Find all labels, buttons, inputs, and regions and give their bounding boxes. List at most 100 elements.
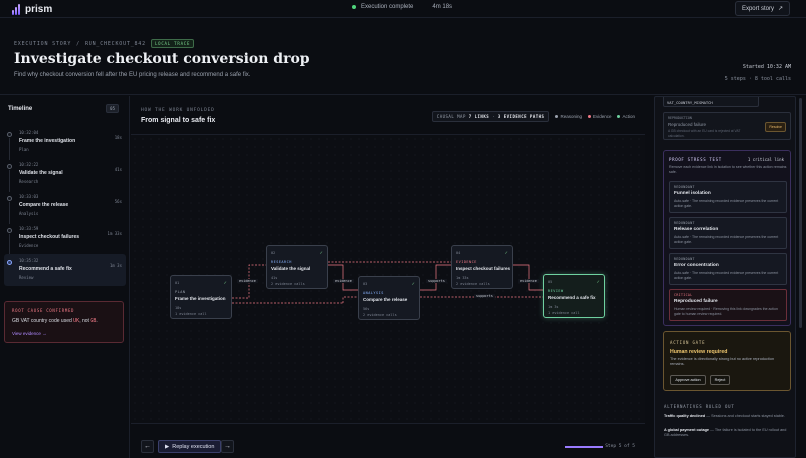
- timeline-type: Research: [19, 179, 39, 184]
- previous-step-button[interactable]: ←: [141, 440, 154, 453]
- timeline-marker-icon: [7, 196, 12, 201]
- causal-sep: ·: [492, 114, 495, 119]
- view-evidence-link[interactable]: View evidence →: [12, 331, 47, 336]
- node-duration: 41s: [271, 276, 278, 280]
- legend-evidence-label: Evidence: [592, 114, 612, 119]
- stress-card-funnel[interactable]: REDUNDANT Funnel isolation Auto-safe · T…: [669, 181, 787, 213]
- node-id: 05: [548, 280, 553, 284]
- timeline-item-1[interactable]: 10:32:04 Frame the investigation Plan 18…: [4, 126, 126, 160]
- story-node-1[interactable]: 01✓ PLAN Frame the investigation 18s 1 e…: [170, 275, 232, 319]
- action-gate-title: Human review required: [670, 349, 728, 355]
- timeline-item-3[interactable]: 10:33:03 Compare the release Analysis 56…: [4, 190, 126, 224]
- alternative-desc: — Sessions and checkout starts stayed st…: [706, 414, 785, 418]
- reproduction-value: Reproduced failure: [668, 122, 707, 127]
- edge-label-1: evidence: [237, 279, 258, 283]
- node-type: PLAN: [175, 290, 186, 294]
- stress-card-desc: Auto-safe · The remaining recorded evide…: [674, 199, 779, 208]
- node-duration: 1m 33s: [456, 276, 469, 280]
- timeline-duration: 18s: [114, 135, 122, 140]
- timeline-duration: 41s: [114, 167, 122, 172]
- evidence-paths: 3 EVIDENCE PATHS: [497, 114, 545, 119]
- page-subtitle: Find why checkout conversion fell after …: [14, 72, 251, 78]
- check-icon: ✓: [319, 250, 323, 255]
- stress-card-key: CRITICAL: [674, 293, 693, 297]
- timeline-duration: 56s: [114, 199, 122, 204]
- progress-fill: [565, 446, 603, 448]
- alternative-item: A global payment outage — The failure is…: [664, 428, 788, 438]
- stress-card-desc: Human review required · Removing this li…: [674, 307, 778, 316]
- stress-card-release[interactable]: REDUNDANT Release correlation Auto-safe …: [669, 217, 787, 249]
- replay-execution-button[interactable]: ▶Replay execution: [158, 440, 222, 453]
- replay-label: Replay execution: [172, 443, 215, 450]
- edge-2-3: [328, 264, 358, 291]
- started-time: 10:32 AM: [766, 64, 791, 70]
- story-node-4[interactable]: 04✓ EVIDENCE Inspect checkout failures 1…: [451, 245, 513, 289]
- stress-card-desc: Auto-safe · The remaining recorded evide…: [674, 235, 779, 244]
- timeline-label: Inspect checkout failures: [19, 234, 80, 240]
- scrollbar-thumb[interactable]: [799, 98, 802, 328]
- external-link-icon: ↗: [777, 6, 783, 12]
- alternatives-title: ALTERNATIVES RULED OUT: [664, 404, 735, 409]
- reproduction-desc: A GB checkout with an EU card is rejecte…: [668, 129, 741, 138]
- timeline-connector: [9, 170, 10, 192]
- stress-card-reproduced[interactable]: CRITICAL Reproduced failure Human review…: [669, 289, 787, 321]
- timeline-item-4[interactable]: 10:33:59 Inspect checkout failures Evide…: [4, 222, 126, 256]
- logo[interactable]: prism: [12, 4, 52, 15]
- stress-card-key: REDUNDANT: [674, 185, 695, 189]
- critical-link-count: 1 critical link: [747, 157, 784, 162]
- node-label: Compare the release: [363, 297, 408, 302]
- story-node-3[interactable]: 03✓ ANALYSIS Compare the release 56s 2 e…: [358, 276, 420, 320]
- timeline-list: 10:32:04 Frame the investigation Plan 18…: [4, 126, 126, 286]
- legend-reasoning-label: Reasoning: [560, 114, 582, 119]
- alternative-name: A global payment outage: [664, 428, 710, 432]
- started-at: Started 10:32 AM: [725, 61, 791, 73]
- node-duration: 1m 3s: [548, 305, 559, 309]
- timeline-marker-icon: [7, 164, 12, 169]
- timeline-item-2[interactable]: 10:32:22 Validate the signal Research 41…: [4, 158, 126, 192]
- next-step-button[interactable]: →: [221, 440, 234, 453]
- timeline-duration: 1m 33s: [107, 231, 122, 236]
- action-gate-desc: The evidence is directionally strong but…: [670, 357, 775, 366]
- causal-map-canvas[interactable]: evidence evidence supports evidence supp…: [131, 134, 645, 424]
- node-calls: 1 evidence call: [548, 311, 580, 315]
- vat-mismatch-tag: VAT_COUNTRY_MISMATCH: [663, 97, 759, 107]
- timeline-label: Recommend a safe fix: [19, 266, 72, 272]
- page-header: EXECUTION STORY / RUN_CHECKOUT_842 LOCAL…: [0, 18, 806, 95]
- edge-3-4: [420, 264, 451, 291]
- timeline-time: 10:33:03: [19, 194, 39, 199]
- resolve-button[interactable]: Resolve: [765, 122, 786, 132]
- elapsed-time: 4m 18s: [432, 4, 453, 10]
- node-label: Validate the signal: [271, 266, 311, 271]
- node-label: Inspect checkout failures: [456, 266, 511, 271]
- stress-card-error[interactable]: REDUNDANT Error concentration Auto-safe …: [669, 253, 787, 285]
- play-icon: ▶: [165, 443, 170, 450]
- node-duration: 18s: [175, 306, 182, 310]
- legend-action: Action: [617, 114, 635, 119]
- edge-4-5: [513, 264, 543, 291]
- export-story-button[interactable]: Export story ↗: [734, 1, 790, 16]
- story-eyebrow: HOW THE WORK UNFOLDED: [141, 108, 215, 113]
- timeline-marker-icon: [7, 260, 12, 265]
- root-cause-end: .: [96, 318, 98, 324]
- top-bar: prism Execution complete 4m 18s Export s…: [0, 0, 806, 18]
- action-gate-card: ACTION GATE Human review required The ev…: [663, 331, 791, 391]
- legend-dot-icon: [617, 115, 621, 118]
- check-icon: ✓: [411, 281, 415, 286]
- story-node-5[interactable]: 05✓ REVIEW Recommend a safe fix 1m 3s 1 …: [543, 274, 605, 318]
- stress-card-key: REDUNDANT: [674, 221, 695, 225]
- approve-action-button[interactable]: Approve action: [670, 375, 706, 385]
- root-cause-card: ROOT CAUSE CONFIRMED GB VAT country code…: [4, 301, 124, 343]
- timeline-label: Compare the release: [19, 202, 69, 208]
- node-id: 03: [363, 282, 368, 286]
- breadcrumb-run: RUN_CHECKOUT_842: [84, 40, 146, 47]
- story-node-2[interactable]: 02✓ RESEARCH Validate the signal 41s 2 e…: [266, 245, 328, 289]
- decision-panel: VAT_COUNTRY_MISMATCH REPRODUCTION Reprod…: [654, 96, 796, 458]
- root-cause-prefix: GB VAT country code used: [12, 318, 72, 324]
- timeline-label: Frame the investigation: [19, 138, 76, 144]
- timeline-item-5[interactable]: 10:35:32 Recommend a safe fix Review 1m …: [4, 254, 126, 286]
- breadcrumb-root[interactable]: EXECUTION STORY: [14, 40, 72, 47]
- panel-scrollbar[interactable]: [798, 96, 803, 458]
- timeline-marker-icon: [7, 228, 12, 233]
- reject-button[interactable]: Reject: [710, 375, 730, 385]
